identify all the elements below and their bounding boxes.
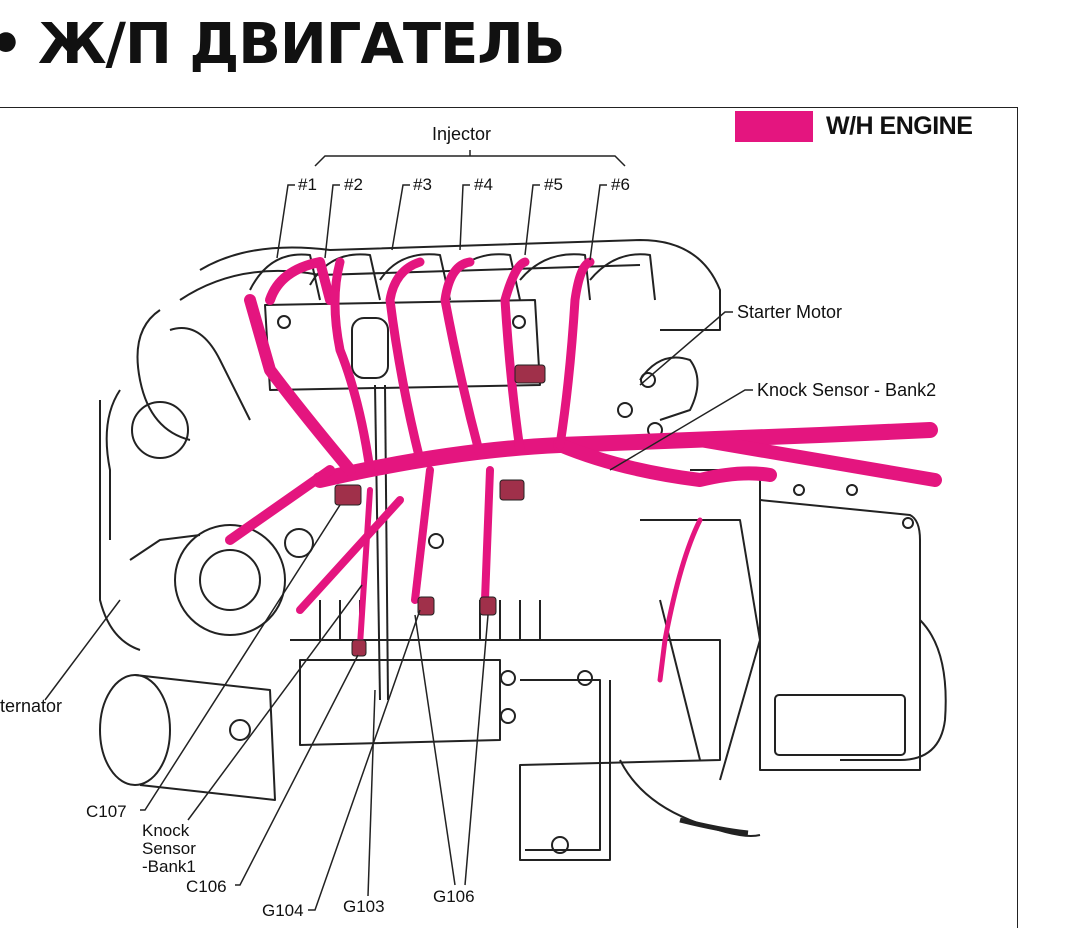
label-injector-5: #5 [544,175,563,194]
connector-g106 [479,596,497,616]
label-injector-4: #4 [474,175,493,194]
page-title: • Ж/П ДВИГАТЕЛЬ [0,0,1080,96]
engine-wire-harness [225,257,942,683]
label-g104: G104 [262,901,304,920]
label-g106: G106 [433,887,475,906]
connector-injector [514,364,546,384]
harness-connectors [334,364,546,657]
label-injector-1: #1 [298,175,317,194]
connector-g104 [417,596,435,616]
engine-outline [99,239,947,861]
label-c106: C106 [186,877,227,896]
diagram-labels: Injector #1 #2 #3 #4 #5 #6 Starter Motor… [0,124,936,920]
label-injector-6: #6 [611,175,630,194]
connector-c107 [334,484,362,506]
label-injector-3: #3 [413,175,432,194]
label-knock-sensor-bank2: Knock Sensor - Bank2 [757,380,936,400]
label-knock-sensor-bank1-l2: Sensor [142,839,196,858]
label-c107: C107 [86,802,127,821]
connector-main [499,479,525,501]
title-text: Ж/П ДВИГАТЕЛЬ [38,12,565,77]
label-g103: G103 [343,897,385,916]
label-knock-sensor-bank1-l3: -Bank1 [142,857,196,876]
leader-lines [44,150,753,911]
legend-swatch [735,111,813,142]
label-injector: Injector [432,124,491,144]
label-alternator: ternator [0,696,62,716]
connector-c106 [351,639,367,657]
label-knock-sensor-bank1-l1: Knock [142,821,190,840]
legend-label: W/H ENGINE [826,112,973,140]
diagram-frame [0,107,1018,928]
title-bullet: • [0,0,24,90]
label-injector-2: #2 [344,175,363,194]
label-starter-motor: Starter Motor [737,302,842,322]
